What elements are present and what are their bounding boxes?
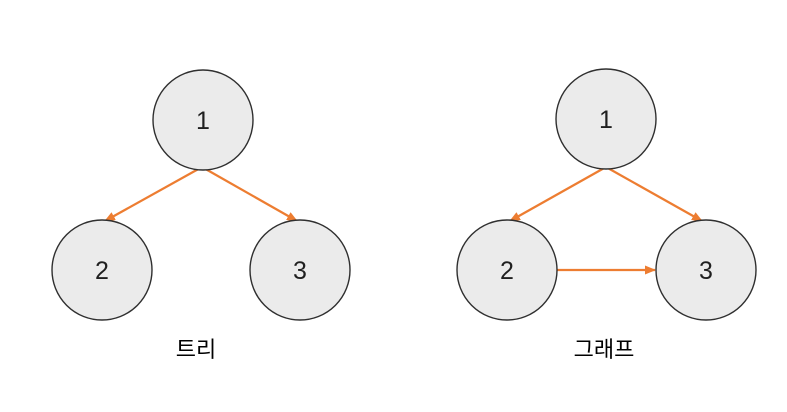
tree-node-3-circle: [249, 219, 351, 321]
graph-edge-1-2: [509, 166, 607, 222]
tree-node-1-label: 1: [196, 107, 210, 135]
graph-node-3-label: 3: [699, 257, 713, 285]
tree-node-2: 2: [51, 219, 153, 321]
graph-node-1-circle: [555, 68, 657, 170]
tree-node-1-circle: [152, 69, 254, 171]
tree-diagram: 1 2 3 트리: [51, 69, 351, 362]
graph-node-1-label: 1: [599, 106, 613, 134]
graph-caption: 그래프: [574, 337, 635, 362]
tree-node-2-label: 2: [95, 257, 109, 285]
tree-node-1: 1: [152, 69, 254, 171]
tree-node-3-label: 3: [293, 257, 307, 285]
graph-node-2-circle: [456, 219, 558, 321]
graph-node-3-circle: [655, 219, 757, 321]
graph-edge-1-3: [605, 166, 703, 222]
tree-caption: 트리: [176, 337, 216, 362]
graph-node-2: 2: [456, 219, 558, 321]
tree-node-3: 3: [249, 219, 351, 321]
graph-node-2-label: 2: [500, 257, 514, 285]
graph-node-3: 3: [655, 219, 757, 321]
graph-node-1: 1: [555, 68, 657, 170]
tree-edge-1-2: [104, 166, 203, 222]
tree-edge-1-3: [201, 166, 298, 222]
tree-node-2-circle: [51, 219, 153, 321]
graph-diagram: 1 2 3 그래프: [456, 68, 757, 362]
